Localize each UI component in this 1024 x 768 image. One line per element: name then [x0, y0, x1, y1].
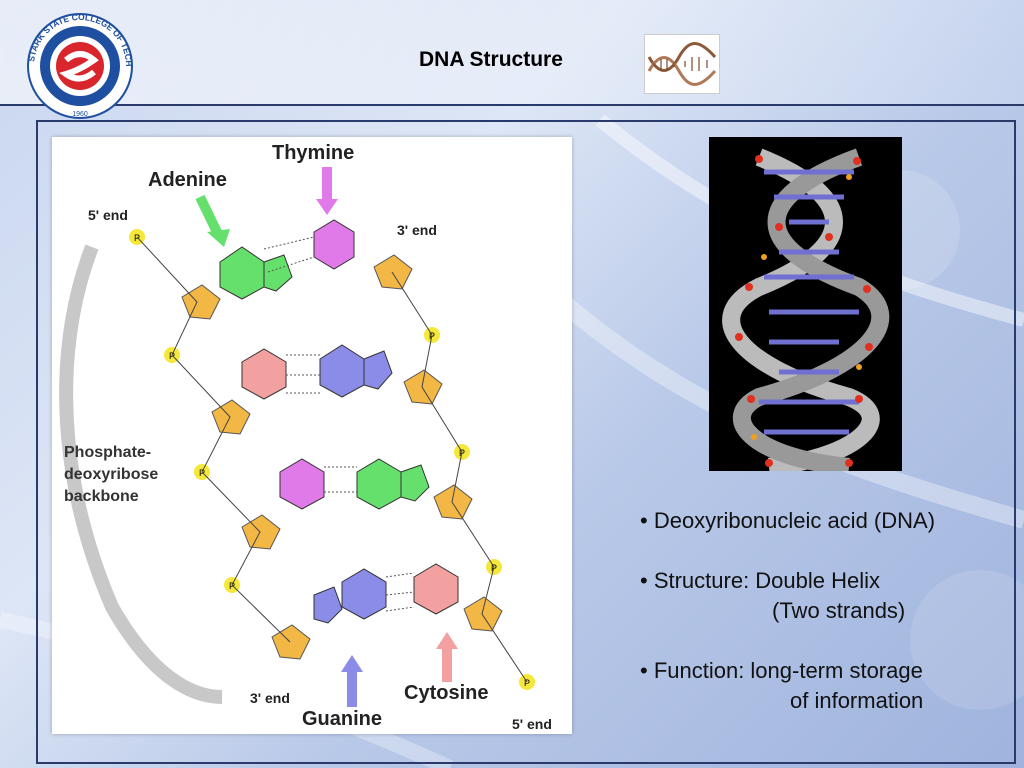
guanine-label: Guanine: [302, 708, 382, 730]
three-prime-end-top: 3' end: [397, 222, 437, 238]
base-pair-adenine-thymine: [219, 219, 355, 300]
backbone-label-line-1: Phosphate-: [64, 444, 151, 461]
sugar: [181, 284, 221, 320]
three-prime-end-bottom: 3' end: [250, 690, 290, 706]
adenine-label: Adenine: [148, 169, 227, 191]
thymine-label: Thymine: [272, 142, 354, 164]
logo-year: 1960: [72, 111, 88, 118]
content-frame: [36, 120, 1016, 764]
svg-text:P: P: [199, 468, 205, 478]
dna-double-helix-photo: [709, 137, 902, 471]
bullet-definition: • Deoxyribonucleic acid (DNA): [640, 508, 936, 533]
left-backbone: P P P P: [129, 229, 311, 660]
backbone-label-line-2: deoxyribose: [64, 466, 158, 483]
svg-text:P: P: [229, 581, 235, 591]
dna-structure-diagram: P P P P P P P P: [52, 137, 572, 734]
svg-text:P: P: [169, 351, 175, 361]
bullet-structure-detail: (Two strands): [772, 598, 906, 623]
svg-text:P: P: [524, 678, 530, 688]
college-logo: STARK STATE COLLEGE OF TECHNOLOGY 1960: [26, 12, 134, 119]
base-pair-thymine-adenine: [279, 458, 430, 510]
cytosine-label: Cytosine: [404, 682, 488, 704]
bullet-function-detail: of information: [790, 688, 924, 713]
backbone-label-line-3: backbone: [64, 488, 139, 505]
page-title: DNA Structure: [419, 48, 563, 71]
dna-thumbnail-image: [644, 34, 720, 94]
backbone-brace: [59, 244, 223, 704]
slide-header: STARK STATE COLLEGE OF TECHNOLOGY 1960 D…: [0, 0, 1024, 119]
five-prime-end-bottom: 5' end: [512, 716, 552, 732]
bullet-structure: • Structure: Double Helix: [640, 568, 881, 593]
svg-text:P: P: [134, 233, 140, 243]
five-prime-end-top: 5' end: [88, 207, 128, 223]
bullet-function: • Function: long-term storage: [640, 658, 923, 683]
right-backbone: P P P P: [373, 254, 535, 690]
adenine-arrow: [195, 194, 222, 235]
base-pair-guanine-cytosine-2: [313, 563, 459, 624]
base-pair-cytosine-guanine-1: [241, 344, 393, 400]
